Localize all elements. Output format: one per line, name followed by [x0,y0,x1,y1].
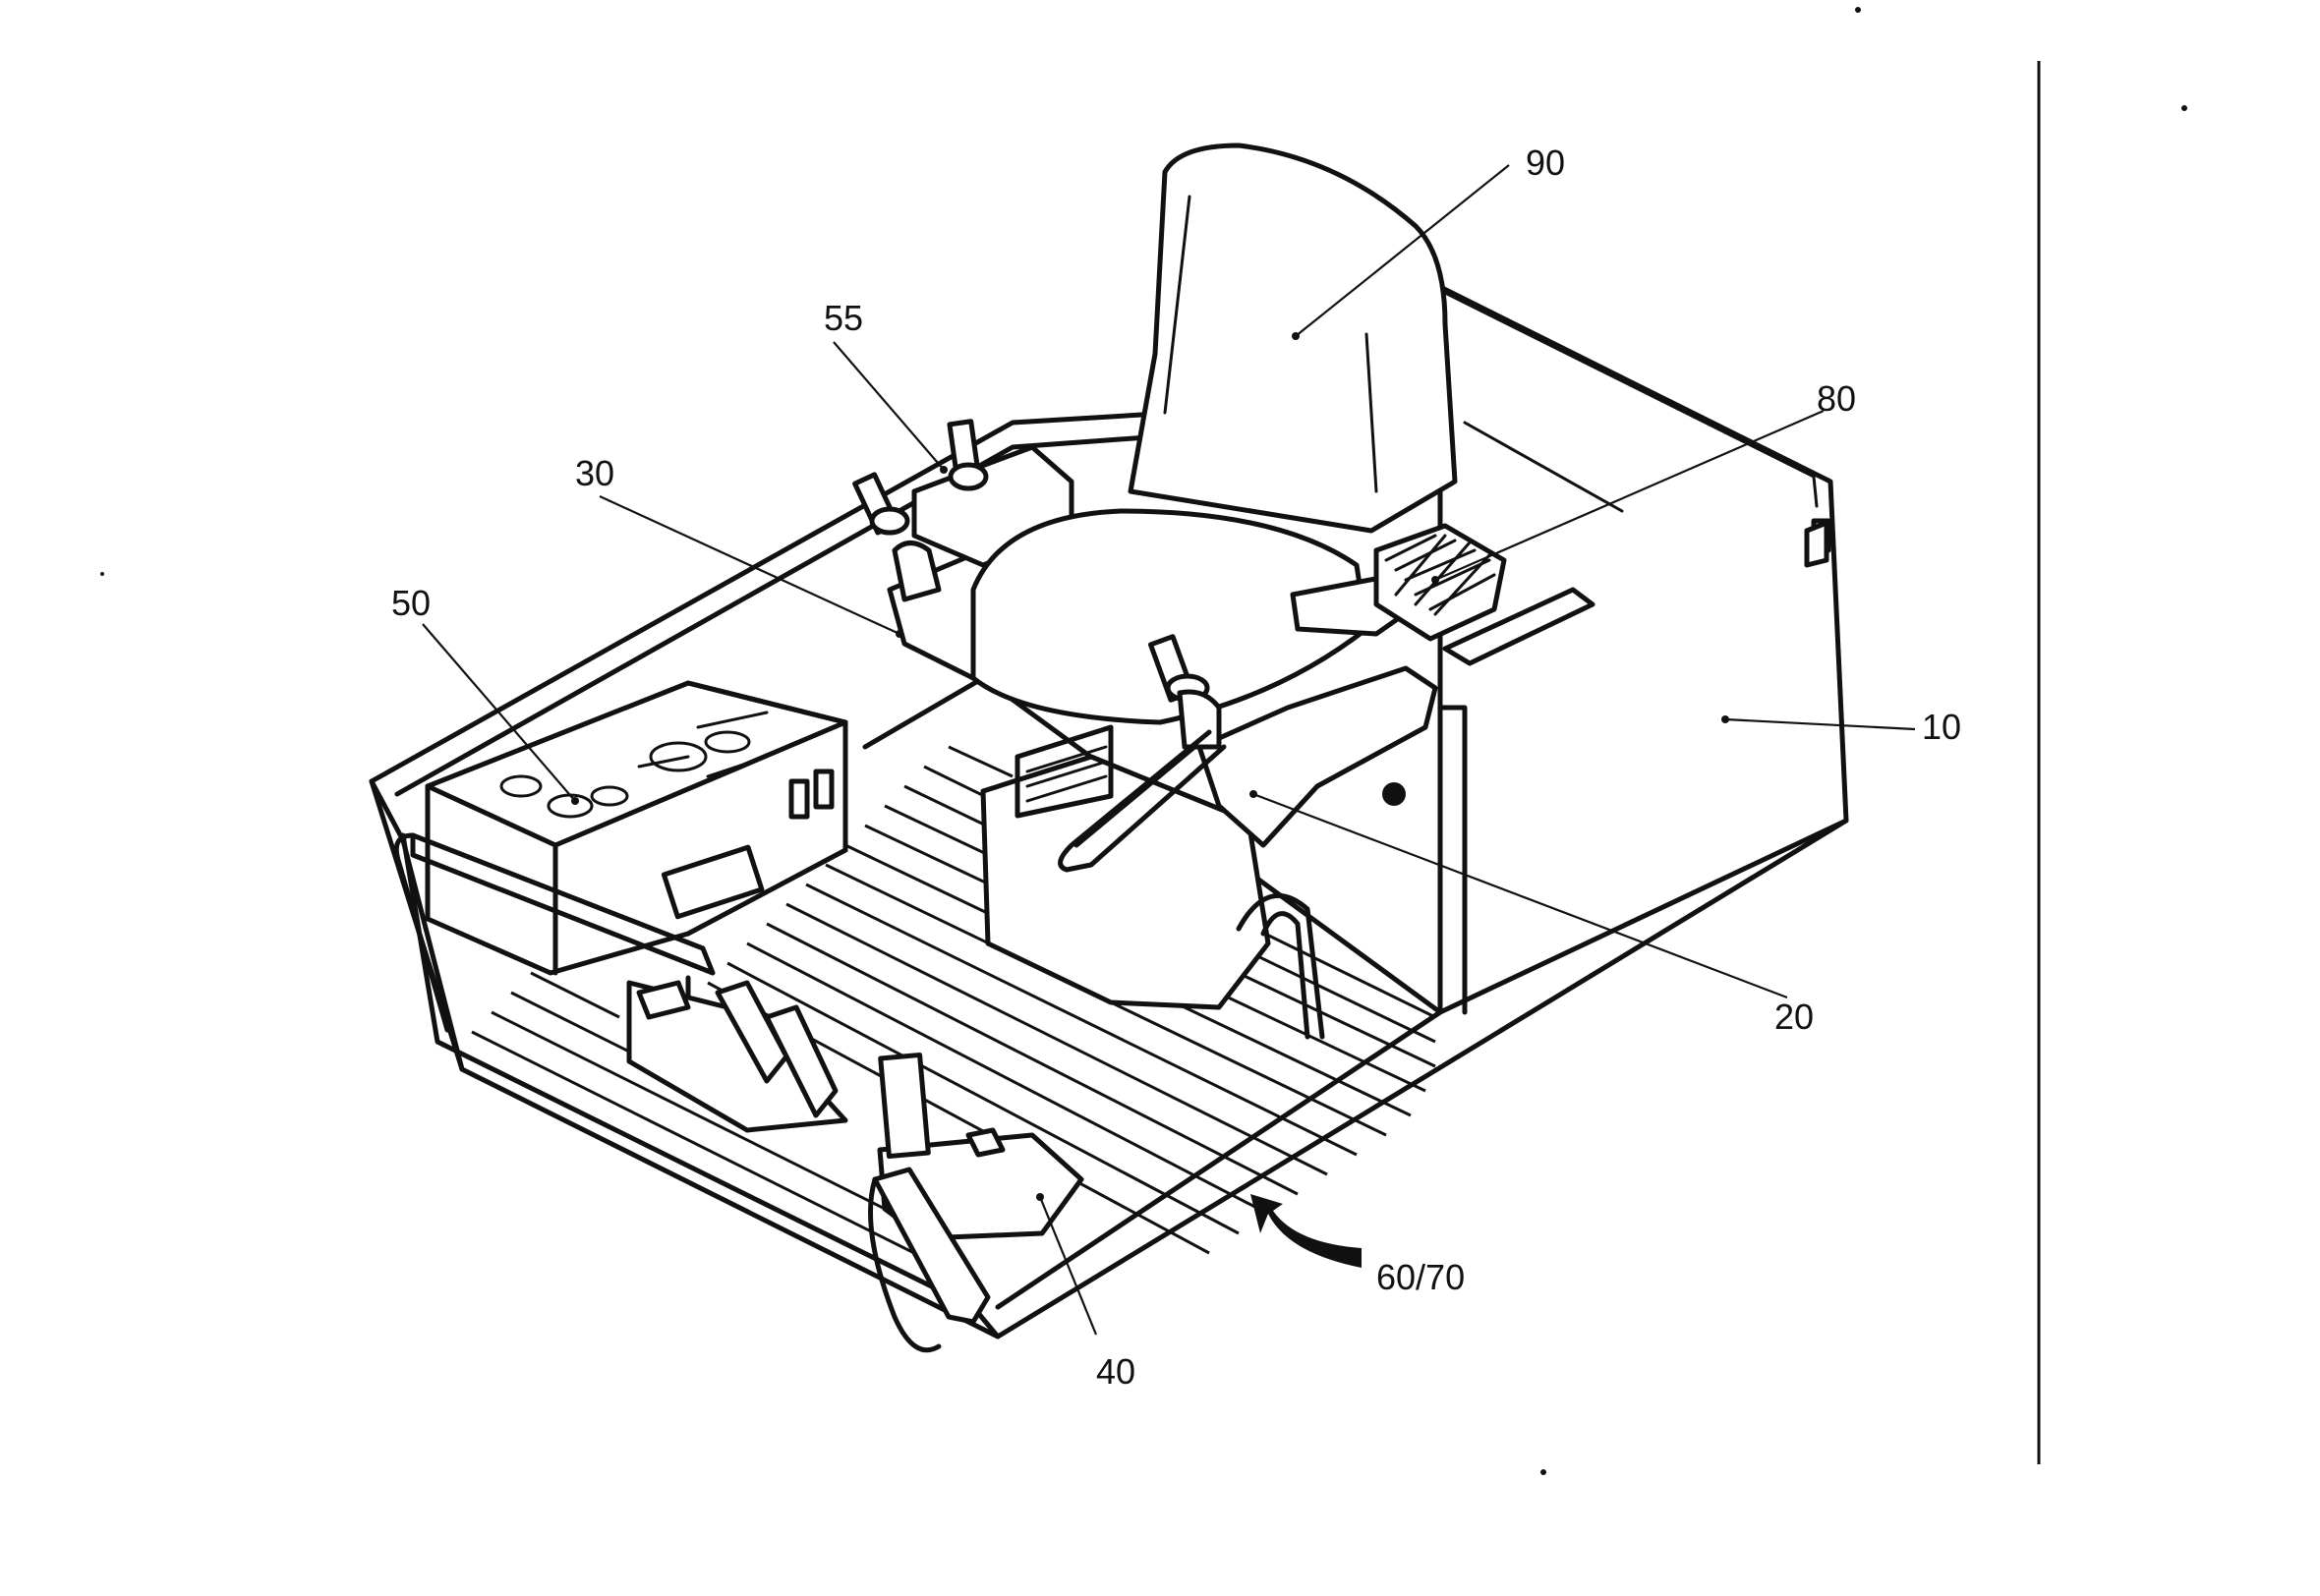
label-55: 55 [824,298,863,338]
floor-plate [471,745,1436,1270]
label-90: 90 [1526,142,1565,183]
label-40: 40 [1096,1351,1135,1392]
pedals [626,980,1084,1353]
label-80: 80 [1817,378,1856,419]
seat-base [980,724,1325,1040]
leader-lines [422,164,1916,1336]
label-30: 30 [575,453,614,493]
armrest-pad [1373,523,1595,666]
label-60-70: 60/70 [1376,1257,1465,1297]
view-arrow [1250,1194,1362,1268]
label-50: 50 [391,583,431,623]
label-10: 10 [1922,707,1961,747]
scan-specks [100,7,2187,1475]
operator-seat [970,142,1458,725]
reference-labels: 90 55 80 30 50 10 20 60/70 40 [391,142,1961,1392]
label-20: 20 [1774,997,1814,1037]
right-console [1058,634,1438,873]
door-latch [1804,520,1829,568]
instrument-panel [410,680,848,1005]
